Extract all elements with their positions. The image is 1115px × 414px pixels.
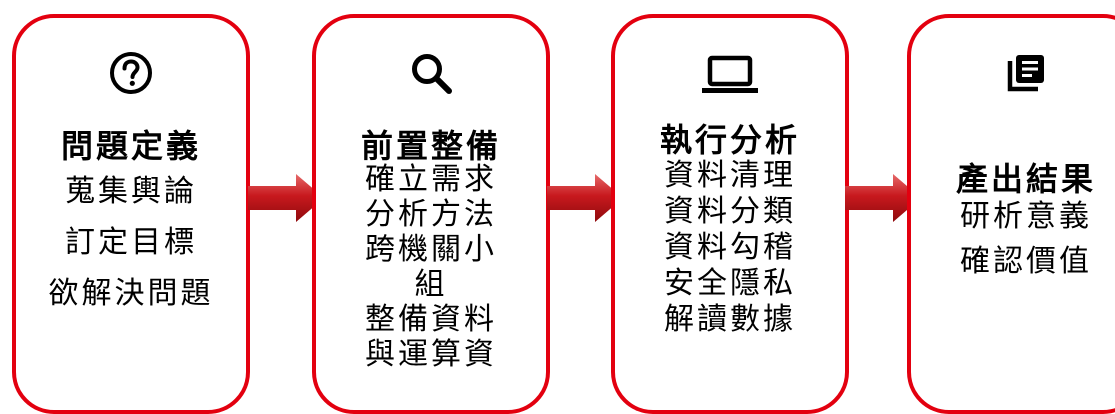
step-item: 確認價值	[960, 244, 1092, 279]
step-item: 資料清理	[664, 158, 796, 193]
question-circle-icon	[16, 48, 246, 98]
step-items: 資料清理 資料分類 資料勾稽 安全隱私 解讀數據	[615, 158, 845, 338]
step-item: 解讀數據	[664, 302, 796, 337]
step-title: 前置整備	[360, 127, 501, 165]
step-title: 問題定義	[60, 127, 201, 165]
step-item: 訂定目標	[65, 225, 197, 260]
step-item: 跨機關小	[365, 232, 497, 267]
library-books-icon	[911, 48, 1115, 98]
step-box-analysis: 執行分析 資料清理 資料分類 資料勾稽 安全隱私 解讀數據	[611, 14, 849, 414]
step-items: 蒐集輿論 訂定目標 欲解決問題	[16, 166, 246, 319]
step-items: 確立需求 分析方法 跨機關小 組 整備資料 與運算資	[316, 162, 546, 372]
step-item: 欲解決問題	[48, 276, 214, 311]
step-item: 資料分類	[664, 194, 796, 229]
step-item: 確立需求	[365, 162, 497, 197]
step-item: 整備資料	[365, 302, 497, 337]
step-box-output: 產出結果 研析意義 確認價值	[907, 14, 1115, 414]
search-icon	[316, 48, 546, 98]
arrow-right-icon	[248, 174, 324, 222]
laptop-icon	[615, 48, 845, 98]
step-item: 研析意義	[960, 199, 1092, 234]
step-item: 組	[414, 267, 448, 302]
step-item: 安全隱私	[664, 266, 796, 301]
arrow-right-icon	[845, 174, 921, 222]
step-item: 蒐集輿論	[65, 174, 197, 209]
arrow-right-icon	[547, 174, 623, 222]
step-title: 產出結果	[955, 160, 1096, 198]
step-items: 研析意義 確認價值	[911, 194, 1115, 284]
step-item: 分析方法	[365, 197, 497, 232]
step-title: 執行分析	[659, 121, 800, 159]
step-box-preparation: 前置整備 確立需求 分析方法 跨機關小 組 整備資料 與運算資	[312, 14, 550, 414]
step-box-problem-definition: 問題定義 蒐集輿論 訂定目標 欲解決問題	[12, 14, 250, 414]
step-item: 與運算資	[365, 337, 497, 372]
step-item: 資料勾稽	[664, 230, 796, 265]
